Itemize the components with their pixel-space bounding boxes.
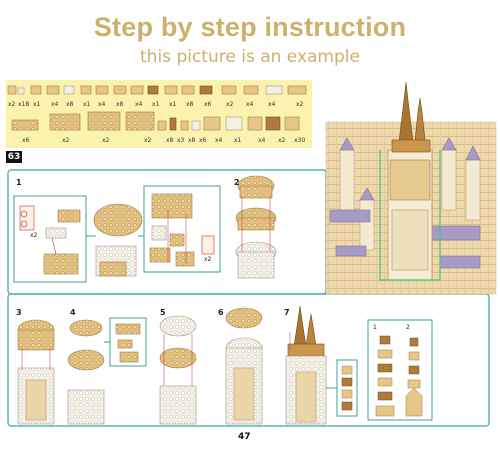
part-qty: x8 [166,137,174,144]
page-title: Step by step instruction [93,12,407,42]
part-qty: x1 [83,101,91,108]
step-4-illustration [67,319,141,425]
part-qty: x6 [22,137,30,144]
part-qty: x6 [199,137,207,144]
step-5-illustration [159,315,197,425]
step-number: 1 [16,178,22,187]
part-qty: x2 [296,101,304,108]
part-qty: x3 [177,137,185,144]
part-qty: x4 [215,137,223,144]
page-number: 47 [238,432,251,442]
parts-row-1 [7,85,307,95]
part-qty: x2 [102,137,110,144]
step-number: 3 [16,308,22,317]
sub-step-number: 1 [373,324,377,331]
part-qty: x4 [98,101,106,108]
part-qty: x8 [186,101,194,108]
step-badge: 63 [6,151,22,163]
step-7-illustration [285,305,423,425]
sub-step-number: 2 [406,324,410,331]
part-qty: x1 [234,137,242,144]
part-qty: x8 [116,101,124,108]
part-qty: x2 [278,137,286,144]
part-qty: x2 [8,101,16,108]
part-qty: x2 [144,137,152,144]
part-qty: x1 [33,101,41,108]
step-number: 4 [70,308,76,317]
page-subtitle: this picture is an example [140,47,360,67]
step-number: 6 [218,308,224,317]
part-qty: x30 [294,137,306,144]
part-qty: x4 [246,101,254,108]
sub-quantity: x2 [204,256,212,263]
part-qty: x8 [66,101,74,108]
sub-panel-frames [13,185,433,421]
part-qty: x4 [268,101,276,108]
step-3-illustration [17,319,55,425]
part-qty: x1 [152,101,160,108]
part-qty: x4 [258,137,266,144]
part-qty: x1 [169,101,177,108]
parts-row-2 [11,111,300,131]
part-qty: x6 [204,101,212,108]
part-qty: x4 [51,101,59,108]
step-1-illustration [19,193,215,277]
step-number: 2 [234,178,240,187]
part-qty: x2 [226,101,234,108]
step-number: 5 [160,308,166,317]
sub-quantity: x2 [30,232,38,239]
step-number: 7 [284,308,290,317]
part-qty: x4 [135,101,143,108]
castle-preview-image [325,81,497,295]
part-qty: x2 [62,137,70,144]
part-qty: x18 [18,101,30,108]
step-2-illustration [235,175,277,279]
part-qty: x8 [188,137,196,144]
step-6-illustration [225,307,263,425]
